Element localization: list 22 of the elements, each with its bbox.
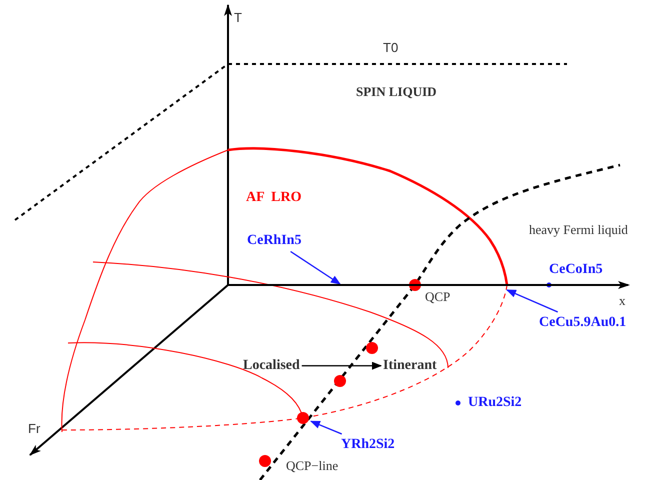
- compound-label: CeCoIn5: [549, 261, 603, 278]
- region-label: AF LRO: [246, 189, 302, 206]
- arrow: [310, 420, 342, 435]
- axis-label: T: [234, 10, 242, 26]
- compound-label: CeRhIn5: [247, 232, 302, 250]
- line-label: T0: [383, 40, 398, 56]
- axis-label: x: [619, 293, 626, 310]
- arrow: [290, 250, 341, 285]
- axis-label: Fr: [28, 421, 40, 438]
- region-label: Itinerant: [383, 357, 437, 374]
- region-label: SPIN LIQUID: [356, 84, 437, 100]
- compound-label: CeCu5.9Au0.1: [539, 314, 626, 332]
- arrow: [506, 289, 558, 313]
- region-label: heavy Fermi liquid: [529, 222, 628, 238]
- compound-label: YRh2Si2: [341, 436, 395, 454]
- data-point: [297, 412, 309, 424]
- doping-axis: [228, 280, 630, 290]
- arrow: [302, 362, 382, 370]
- region-label: Localised: [243, 357, 300, 374]
- compound-label: URu2Si2: [468, 394, 522, 412]
- point-label: QCP: [425, 289, 450, 306]
- line-label: QCP−line: [286, 458, 338, 474]
